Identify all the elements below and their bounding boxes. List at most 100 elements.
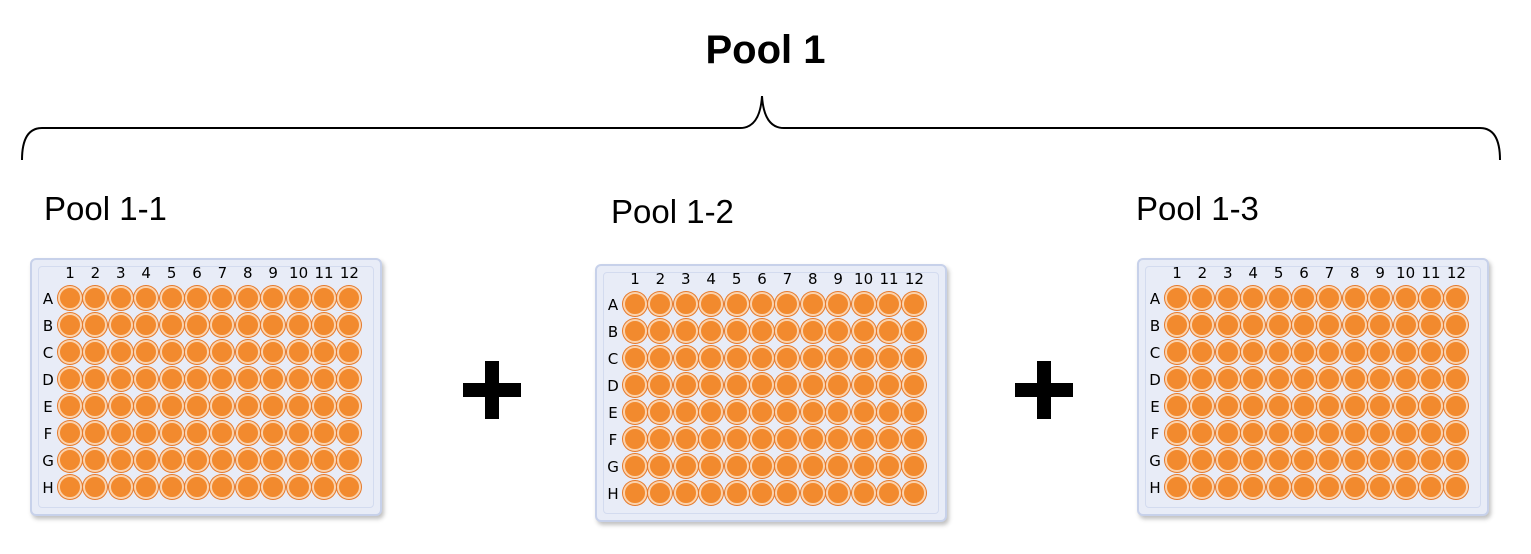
well [1190,421,1215,445]
well [877,400,901,424]
row-label: A [607,296,619,314]
well [210,340,235,364]
well [673,319,698,343]
row-label: E [43,398,53,416]
well [1444,421,1469,445]
well [312,340,336,364]
well [1266,286,1291,310]
well [337,286,362,310]
well [800,454,825,478]
well [1190,313,1215,337]
well [1241,340,1266,364]
column-label: 9 [1375,264,1385,282]
well [210,313,235,337]
well [108,340,133,364]
well [1317,286,1342,310]
well [1393,286,1418,310]
well [312,367,336,391]
column-label: 4 [706,270,716,288]
well [1190,367,1215,391]
well [134,286,159,310]
well [58,367,82,391]
diagram-title: Pool 1 [705,28,826,72]
well [623,400,647,424]
pool-1-2-label: Pool 1-2 [611,193,734,230]
well [83,340,108,364]
column-label: 3 [1223,264,1233,282]
well [235,367,260,391]
well [826,427,851,451]
well [724,346,749,370]
well [261,421,286,445]
well [286,340,311,364]
well [673,292,698,316]
column-label: 2 [1197,264,1208,282]
well [1419,448,1443,472]
well [134,367,159,391]
column-label: 3 [681,270,691,288]
well [159,448,184,472]
well [699,346,724,370]
column-label: 10 [854,270,874,288]
well [185,394,209,418]
column-label: 4 [1248,264,1258,282]
well [699,319,724,343]
column-label: 11 [1421,264,1441,282]
well [673,346,698,370]
well [134,394,159,418]
well [623,481,647,505]
well [623,427,647,451]
well [108,313,133,337]
row-label: G [42,452,54,470]
well [1444,448,1469,472]
column-label: 10 [1396,264,1416,282]
well [1241,448,1266,472]
well [1292,475,1316,499]
well [1393,394,1418,418]
well [1266,421,1291,445]
well [750,346,774,370]
well [210,394,235,418]
well [286,313,311,337]
well [800,481,825,505]
well [1266,367,1291,391]
well [750,373,774,397]
well [1215,367,1240,391]
well [159,367,184,391]
column-label: 8 [808,270,818,288]
well [648,319,673,343]
column-label: 11 [879,270,899,288]
well [1165,448,1189,472]
well [775,292,800,316]
well [58,475,82,499]
column-label: 9 [833,270,843,288]
well [261,286,286,310]
well [1368,367,1393,391]
column-label: 2 [655,270,666,288]
well [1368,475,1393,499]
well [851,400,876,424]
well [851,454,876,478]
well [673,454,698,478]
well [877,319,901,343]
well [1342,394,1367,418]
well [851,346,876,370]
well [337,340,362,364]
well [1215,394,1240,418]
well [673,400,698,424]
well [83,286,108,310]
well [286,286,311,310]
well [724,319,749,343]
well [134,448,159,472]
well [159,313,184,337]
well [623,454,647,478]
well [337,421,362,445]
column-label: 6 [757,270,767,288]
well [210,286,235,310]
well [261,313,286,337]
well [337,448,362,472]
well [826,373,851,397]
well [1342,340,1367,364]
well [1292,448,1316,472]
